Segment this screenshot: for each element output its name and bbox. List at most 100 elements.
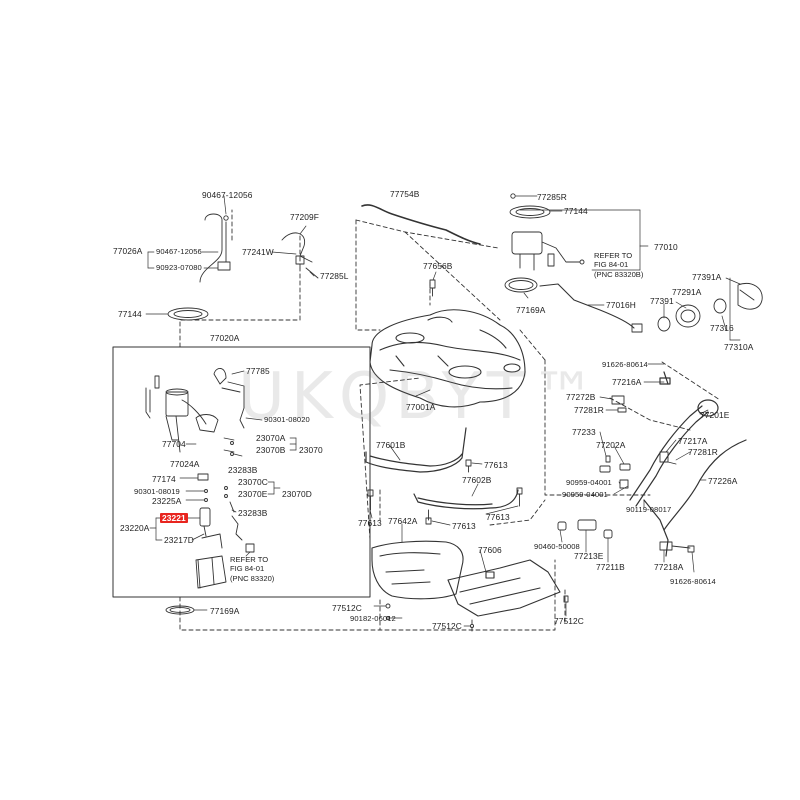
fuel-sender-top [509, 193, 585, 271]
part-label: 77213E [574, 551, 604, 561]
note-line: (PNC 83320B) [594, 269, 644, 279]
part-label: 90467-12056 [202, 190, 253, 200]
part-label: 77285L [320, 271, 349, 281]
ring-77169A-top [504, 277, 538, 293]
part-label: 77391 [650, 296, 674, 306]
filler-clamps [659, 451, 695, 553]
part-label: 77010 [654, 242, 678, 252]
part-label: 23283B [228, 465, 258, 475]
part-label: 77144 [564, 206, 588, 216]
part-label: 77211B [596, 562, 625, 572]
part-label: 90467-12056 [156, 247, 202, 256]
fuel-tank [369, 309, 526, 408]
part-label: 23217D [164, 535, 194, 545]
part-label: 77512C [332, 603, 362, 613]
part-label: 77281R [688, 447, 718, 457]
part-label: 90959-04001 [566, 478, 612, 487]
part-label: 77209F [290, 212, 320, 222]
part-label: 77272B [566, 392, 596, 402]
filter-sock [195, 533, 255, 589]
insulator-77642A [371, 540, 464, 600]
clips-77512C [385, 595, 569, 629]
part-label: 77316 [710, 323, 734, 333]
note-line: FIG 84-01 [230, 564, 265, 574]
part-label: 90182-06012 [350, 614, 396, 623]
protector-77606 [447, 559, 561, 617]
breather-hose-left [199, 213, 231, 283]
part-label: 77226A [708, 476, 738, 486]
part-label: 90119-08017 [626, 505, 672, 514]
pump-assembly-frame [112, 346, 371, 598]
ring-77169A-bottom [165, 605, 195, 615]
part-label: 23225A [152, 496, 182, 506]
tank-strap-rear [413, 489, 519, 510]
part-label: 77233 [572, 427, 596, 437]
tank-strap-front [365, 427, 467, 473]
part-label: 77144 [118, 309, 142, 319]
bolt-77656B [429, 279, 436, 297]
part-label: 77285R [537, 192, 567, 202]
part-label: 91626-80614 [670, 577, 716, 586]
part-label: 77026A [113, 246, 143, 256]
part-label: 91626-80614 [602, 360, 648, 369]
filler-cap-group [657, 283, 763, 332]
part-label: 77241W [242, 247, 274, 257]
watermark: UKQBYT™ [238, 360, 602, 434]
part-label: 77613 [358, 518, 382, 528]
part-label: 23283B [238, 508, 268, 518]
part-label: 77704 [162, 439, 186, 449]
part-label: 77001A [406, 402, 436, 412]
part-label: 77785 [246, 366, 270, 376]
vent-tube [361, 204, 481, 245]
part-label: 77218A [654, 562, 684, 572]
part-label: 23070D [282, 489, 312, 499]
note-line: REFER TO [230, 555, 269, 564]
breather-hose-mid [281, 232, 319, 279]
part-label: 77512C [432, 621, 462, 631]
part-label: 77201E [700, 410, 730, 420]
highlighted-part-label[interactable]: 23221 [160, 513, 188, 523]
part-label: 77169A [516, 305, 546, 315]
part-label: 77642A [388, 516, 418, 526]
part-label: 90460-50008 [534, 542, 580, 551]
part-label: 77656B [423, 261, 453, 271]
note-line: (PNC 83320) [230, 573, 275, 583]
part-label: 90301-08020 [264, 415, 310, 424]
gasket-left [167, 307, 209, 321]
reference-note-bottom: REFER TO FIG 84-01 (PNC 83320) [230, 555, 274, 583]
part-label: 77613 [486, 512, 510, 522]
part-label: 77202A [596, 440, 626, 450]
part-label: 77512C [554, 616, 584, 626]
part-label: 23070E [238, 489, 268, 499]
note-line: FIG 84-01 [594, 260, 629, 270]
pump-small-parts [197, 441, 243, 541]
part-label: 23070B [256, 445, 286, 455]
part-label: 77391A [692, 272, 722, 282]
part-label: 77217A [678, 436, 708, 446]
part-label: 90923-07080 [156, 263, 202, 272]
part-label: 77020A [210, 333, 240, 343]
fuel-pump-module [145, 375, 219, 453]
part-label: 90959-04001 [562, 490, 608, 499]
filler-fittings [557, 395, 631, 539]
part-label: 77216A [612, 377, 642, 387]
leader-lines [145, 195, 741, 627]
part-label: 23070A [256, 433, 286, 443]
part-label: 23220A [120, 523, 150, 533]
part-label: 77174 [152, 474, 176, 484]
part-label: 77024A [170, 459, 200, 469]
dashed-leaders [179, 209, 721, 633]
reference-note-top: REFER TO FIG 84-01 (PNC 83320B) [594, 251, 643, 279]
part-label: 77310A [724, 342, 754, 352]
part-label: 77602B [462, 475, 492, 485]
bolts-77613 [367, 459, 523, 525]
part-label: 77613 [484, 460, 508, 470]
part-label: 23070C [238, 477, 268, 487]
part-label: 90301-08019 [134, 487, 180, 496]
pump-wiring [213, 368, 245, 429]
part-label: 77601B [376, 440, 406, 450]
part-label: 77606 [478, 545, 502, 555]
part-label: 23070 [299, 445, 323, 455]
